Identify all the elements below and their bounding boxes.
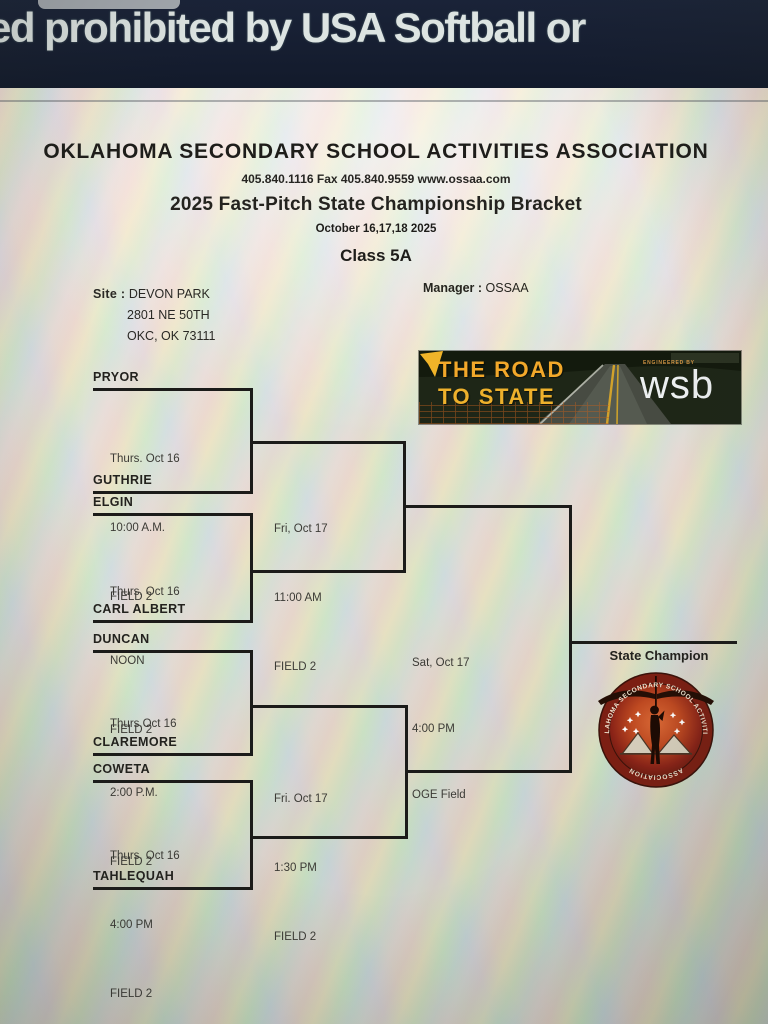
semifinal1-field: FIELD 2: [274, 661, 317, 673]
sf2-output-line: [405, 770, 572, 773]
team-claremore: CLAREMORE: [93, 735, 178, 749]
game3-date: Thurs.Oct 16: [110, 718, 177, 730]
team-line-coweta: [93, 780, 253, 783]
team-line-claremore: [93, 753, 253, 756]
contact-line: 405.840.1116 Fax 405.840.9559 www.ossaa.…: [241, 172, 511, 186]
engineered-by-label: ENGINEERED BY: [643, 360, 695, 366]
top-photo-banner: ed prohibited by USA Softball or: [0, 0, 768, 92]
game2-field: FIELD 2: [110, 724, 153, 736]
site-block: Site : DEVON PARK 2801 NE 50TH OKC, OK 7…: [93, 284, 215, 347]
team-line-tahlequah: [93, 887, 253, 890]
champion-line: [569, 641, 737, 644]
team-duncan: DUNCAN: [93, 632, 150, 646]
game2-time: NOON: [110, 655, 145, 667]
game3-time: 2:00 P.M.: [110, 787, 158, 799]
sponsor-title-line2: TO STATE: [438, 384, 556, 409]
game1-time: 10:00 A.M.: [110, 522, 165, 534]
team-carl-albert: CARL ALBERT: [93, 602, 186, 616]
state-champion-label: State Champion: [609, 648, 709, 663]
sf2-top-line: [250, 705, 408, 708]
team-pryor: PRYOR: [93, 370, 139, 384]
manager-value: OSSAA: [485, 281, 529, 295]
bracket-document-page: OKLAHOMA SECONDARY SCHOOL ACTIVITIES ASS…: [0, 88, 768, 1024]
bracket-connector-game3: [250, 650, 253, 756]
semifinal2-time: 1:30 PM: [274, 862, 317, 874]
wsb-arrow-icon: [420, 351, 443, 377]
semifinal1-time: 11:00 AM: [274, 592, 322, 604]
sf2-bottom-line: [250, 836, 408, 839]
team-line-duncan: [93, 650, 253, 653]
game2-date: Thurs. Oct 16: [110, 586, 180, 598]
game4-field: FIELD 2: [110, 988, 153, 1000]
game1-date: Thurs. Oct 16: [110, 453, 180, 465]
final-field: OGE Field: [412, 789, 466, 801]
final-date: Sat, Oct 17: [412, 657, 470, 669]
manager-label: Manager :: [423, 281, 483, 295]
game4-date: Thurs. Oct 16: [110, 850, 180, 862]
semifinal1-info: Fri, Oct 17 11:00 AM FIELD 2: [274, 472, 328, 725]
page-title: 2025 Fast-Pitch State Championship Brack…: [170, 194, 582, 215]
final-connector: [569, 505, 572, 773]
game3-info: Thurs.Oct 16 2:00 P.M. FIELD 2: [110, 667, 176, 920]
ossaa-seal-logo: OKLAHOMA SECONDARY SCHOOL ACTIVITIES ASS…: [596, 670, 714, 788]
semifinal2-field: FIELD 2: [274, 931, 317, 943]
game2-info: Thurs. Oct 16 NOON FIELD 2: [110, 535, 180, 788]
team-line-pryor: [93, 388, 253, 391]
manager-block: Manager : OSSAA: [423, 281, 529, 295]
semifinal2-date: Fri. Oct 17: [274, 793, 328, 805]
team-guthrie: GUTHRIE: [93, 473, 153, 487]
road-photo: [419, 351, 741, 424]
sf1-top-line: [250, 441, 406, 444]
site-address-2: OKC, OK 73111: [127, 329, 216, 343]
team-line-carl-albert: [93, 620, 253, 623]
site-label: Site :: [93, 287, 126, 301]
team-line-elgin: [93, 513, 253, 516]
wsb-logo: wsb: [640, 363, 715, 407]
sponsor-banner: THE ROAD TO STATE ENGINEERED BY wsb: [419, 351, 741, 424]
team-coweta: COWETA: [93, 762, 151, 776]
game4-info: Thurs. Oct 16 4:00 PM FIELD 2: [110, 799, 180, 1024]
final-time: 4:00 PM: [412, 723, 455, 735]
sponsor-title-line1: THE ROAD: [438, 357, 565, 382]
semifinal1-date: Fri, Oct 17: [274, 523, 328, 535]
game1-field: FIELD 2: [110, 591, 153, 603]
bracket-connector-game2: [250, 513, 253, 623]
org-title: OKLAHOMA SECONDARY SCHOOL ACTIVITIES ASS…: [43, 140, 709, 163]
game3-field: FIELD 2: [110, 856, 153, 868]
seal-wings-icon: [598, 690, 714, 705]
final-info: Sat, Oct 17 4:00 PM OGE Field: [412, 608, 470, 850]
sf1-output-line: [403, 505, 572, 508]
browser-tab-remnant: [38, 0, 180, 9]
sf1-bottom-line: [250, 570, 406, 573]
site-name: DEVON PARK: [128, 287, 210, 301]
team-line-guthrie: [93, 491, 253, 494]
seal-figure-icon: [650, 676, 665, 764]
page-top-edge: [0, 100, 768, 102]
sponsor-grid-texture: [419, 402, 609, 424]
seal-stars-icon: [621, 711, 686, 735]
event-dates: October 16,17,18 2025: [315, 223, 437, 235]
team-tahlequah: TAHLEQUAH: [93, 869, 175, 883]
site-address-1: 2801 NE 50TH: [127, 308, 210, 322]
semifinal2-info: Fri. Oct 17 1:30 PM FIELD 2: [274, 742, 328, 995]
class-label: Class 5A: [340, 246, 412, 265]
game1-info: Thurs. Oct 16 10:00 A.M. FIELD 2: [110, 402, 180, 655]
bracket-connector-game4: [250, 780, 253, 890]
banner-headline: ed prohibited by USA Softball or: [0, 4, 586, 51]
team-elgin: ELGIN: [93, 495, 134, 509]
game4-time: 4:00 PM: [110, 919, 153, 931]
